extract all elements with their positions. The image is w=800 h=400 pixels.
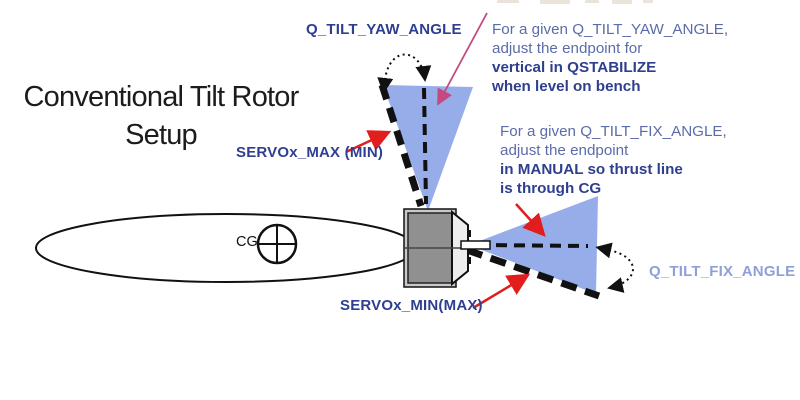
note-yaw-line-4: when level on bench xyxy=(492,78,641,95)
note-fix-line-3: in MANUAL so thrust line xyxy=(500,161,683,178)
note-yaw-line-3: vertical in QSTABILIZE xyxy=(492,59,657,76)
servo-max-limit-dash xyxy=(378,83,425,208)
note-yaw-line-1: For a given Q_TILT_YAW_ANGLE, xyxy=(492,21,729,38)
label-q-tilt-yaw-angle: Q_TILT_YAW_ANGLE xyxy=(306,21,462,38)
horizontal-thrust-dash xyxy=(477,243,589,248)
note-fix-line-4: is through CG xyxy=(500,180,602,197)
cg-symbol xyxy=(256,223,298,265)
yaw-angle-arc-icon xyxy=(377,53,432,94)
yaw-note-arrow xyxy=(437,12,488,106)
cutoff-text-remnant xyxy=(497,0,653,4)
note-yaw-line-2: adjust the endpoint for xyxy=(492,40,643,57)
vertical-thrust-dash xyxy=(422,87,428,205)
nose-tick-top xyxy=(468,230,471,237)
fix-angle-arc-icon xyxy=(595,242,634,293)
label-cg: CG xyxy=(236,234,258,250)
note-fix-line-2: adjust the endpoint xyxy=(500,142,629,159)
note-fix-angle: For a given Q_TILT_FIX_ANGLE, adjust the… xyxy=(500,122,727,198)
fuselage-ellipse xyxy=(35,213,417,283)
prop-shaft xyxy=(460,240,491,250)
label-servo-max: SERVOx_MAX (MIN) xyxy=(236,144,384,161)
label-q-tilt-fix-angle: Q_TILT_FIX_ANGLE xyxy=(649,263,796,280)
title-line-2: Setup xyxy=(125,119,198,151)
nose-tick-bottom xyxy=(468,257,471,264)
servo-min-arrow xyxy=(472,273,531,310)
note-yaw-angle: For a given Q_TILT_YAW_ANGLE, adjust the… xyxy=(492,20,728,96)
tilt-motor-mount xyxy=(403,208,491,288)
vertical-tilt-fan xyxy=(383,85,473,211)
servo-max-arrow xyxy=(345,130,392,154)
note-fix-line-1: For a given Q_TILT_FIX_ANGLE, xyxy=(500,123,727,140)
label-servo-min: SERVOx_MIN(MAX) xyxy=(340,297,483,314)
title-line-1: Conventional Tilt Rotor xyxy=(23,81,300,113)
thrust-line-arrow xyxy=(515,203,546,237)
diagram-title: Conventional Tilt Rotor Setup xyxy=(0,78,322,154)
